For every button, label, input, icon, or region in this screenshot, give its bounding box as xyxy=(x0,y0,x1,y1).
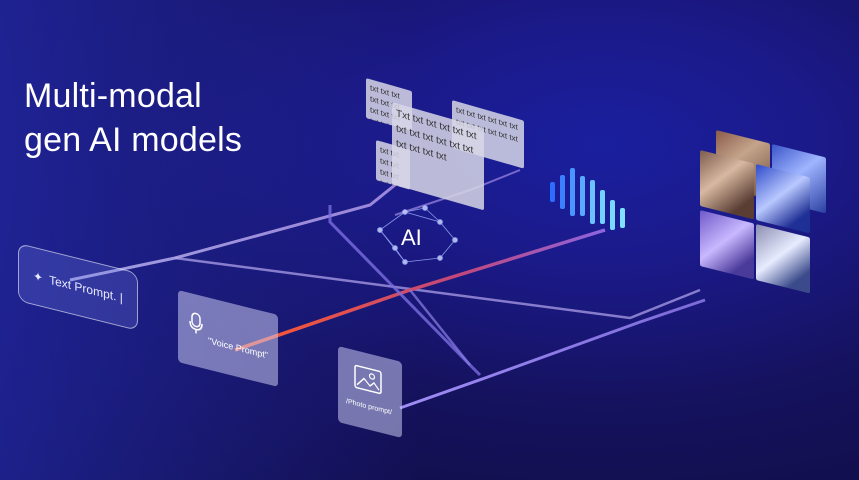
title-line-2: gen AI models xyxy=(24,121,243,159)
text-prompt-label: Text Prompt. | xyxy=(49,272,123,306)
ai-label: AI xyxy=(401,225,422,250)
image-icon xyxy=(354,364,382,395)
page-title: Multi-modal gen AI models xyxy=(24,74,242,162)
microphone-icon xyxy=(189,312,203,334)
neural-network-icon xyxy=(377,205,458,265)
sound-wave-icon xyxy=(550,168,625,230)
voice-prompt-card: "Voice Prompt" xyxy=(178,290,278,387)
title-line-1: Multi-modal xyxy=(24,77,202,115)
photo-prompt-path xyxy=(399,298,706,410)
mid-junction-path xyxy=(409,289,471,366)
ai-to-center-path xyxy=(328,205,482,377)
sparkle-icon: ✦ xyxy=(33,268,44,286)
text-to-image-path xyxy=(174,256,701,320)
photo-prompt-card: /Photo prompt/ xyxy=(338,346,402,438)
text-prompt-path xyxy=(69,183,396,282)
voice-prompt-label: "Voice Prompt" xyxy=(208,335,268,361)
photo-prompt-label: /Photo prompt/ xyxy=(346,397,392,417)
